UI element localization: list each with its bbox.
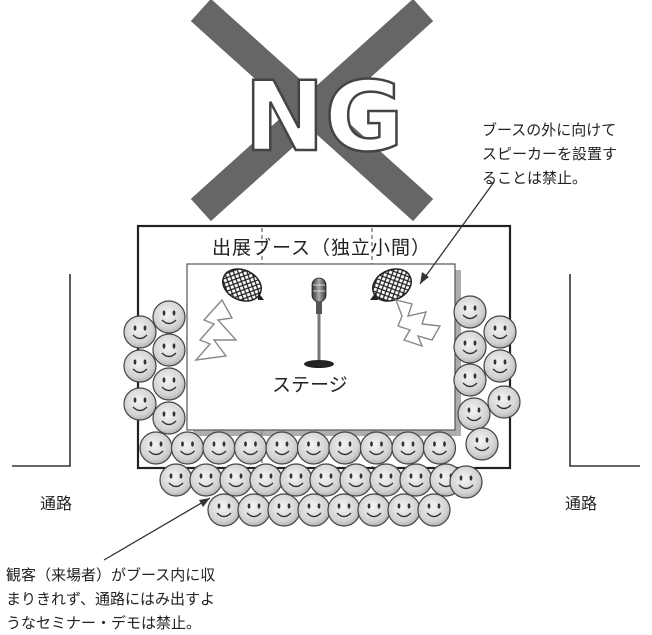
smiley-face-icon (152, 333, 186, 367)
smiley-face-icon (219, 463, 253, 497)
audience-note-line: まりきれず、通路にはみ出すよ (6, 590, 215, 608)
speaker-note-line: スピーカーを設置す (482, 145, 618, 163)
smiley-face-icon (359, 431, 394, 465)
stage-label: ステージ (272, 374, 348, 396)
smiley-face-icon (483, 349, 517, 383)
smiley-face-icon (170, 431, 205, 465)
audience-note-arrow (103, 497, 211, 561)
smiley-face-icon (279, 463, 313, 497)
speaker-right-icon (370, 268, 412, 302)
audience-note-line: 観客（来場者）がブース内に収 (6, 566, 216, 584)
smiley-face-icon (457, 397, 491, 431)
smiley-face-icon (417, 493, 451, 527)
smiley-face-icon (265, 431, 299, 465)
aisle-right-label: 通路 (565, 494, 598, 513)
smiley-face-icon (296, 431, 331, 465)
smiley-face-icon (202, 431, 236, 465)
speaker-note-line: ることは禁止。 (482, 169, 588, 187)
smiley-face-icon (422, 431, 457, 465)
aisle-right-boundary (569, 274, 640, 467)
smiley-face-icon (453, 363, 487, 397)
smiley-face-icon (123, 349, 157, 383)
smiley-face-icon (152, 300, 186, 334)
smiley-face-icon (369, 463, 403, 497)
speaker-note-arrow (419, 181, 495, 285)
smiley-face-icon (465, 427, 499, 461)
sound-wave-right-icon (394, 298, 442, 348)
smiley-face-icon (399, 463, 433, 497)
smiley-face-icon (152, 367, 186, 401)
ng-cross-icon (190, 0, 434, 222)
smiley-face-icon (123, 387, 157, 421)
smiley-face-icon (453, 330, 487, 364)
smiley-face-icon (152, 401, 186, 435)
aisle-left-label: 通路 (40, 494, 73, 513)
smiley-face-icon (189, 463, 223, 497)
smiley-face-icon (327, 493, 361, 527)
audience-note-line: うなセミナー・デモは禁止。 (6, 614, 202, 632)
ng-mark-text: NG (244, 61, 403, 173)
smiley-face-icon (159, 463, 193, 497)
smiley-face-icon (391, 431, 425, 465)
smiley-face-icon (249, 463, 283, 497)
smiley-face-icon (487, 385, 521, 419)
booth-title: 出展ブース（独立小間） (212, 237, 432, 259)
smiley-face-icon (309, 463, 343, 497)
sound-wave-left-icon (194, 298, 238, 361)
smiley-face-icon (139, 431, 173, 465)
smiley-face-icon (387, 493, 421, 527)
smiley-face-icon (483, 315, 517, 349)
speaker-note: ブースの外に向けて スピーカーを設置す ることは禁止。 (482, 118, 617, 190)
smiley-face-icon (453, 295, 487, 329)
smiley-face-icon (328, 431, 362, 465)
smiley-face-icon (339, 463, 373, 497)
smiley-face-icon (207, 493, 241, 527)
audience-crowd (123, 295, 521, 527)
speaker-left-icon (222, 268, 264, 302)
smiley-face-icon (237, 493, 271, 527)
microphone-icon (304, 277, 334, 368)
smiley-face-icon (123, 315, 157, 349)
speaker-note-line: ブースの外に向けて (482, 121, 617, 139)
smiley-face-icon (297, 493, 331, 527)
smiley-face-icon (357, 493, 391, 527)
audience-note: 観客（来場者）がブース内に収 まりきれず、通路にはみ出すよ うなセミナー・デモは… (6, 563, 215, 635)
aisle-left-boundary (12, 274, 71, 467)
smiley-face-icon (233, 431, 268, 465)
smiley-face-icon (449, 465, 483, 499)
smiley-face-icon (267, 493, 301, 527)
